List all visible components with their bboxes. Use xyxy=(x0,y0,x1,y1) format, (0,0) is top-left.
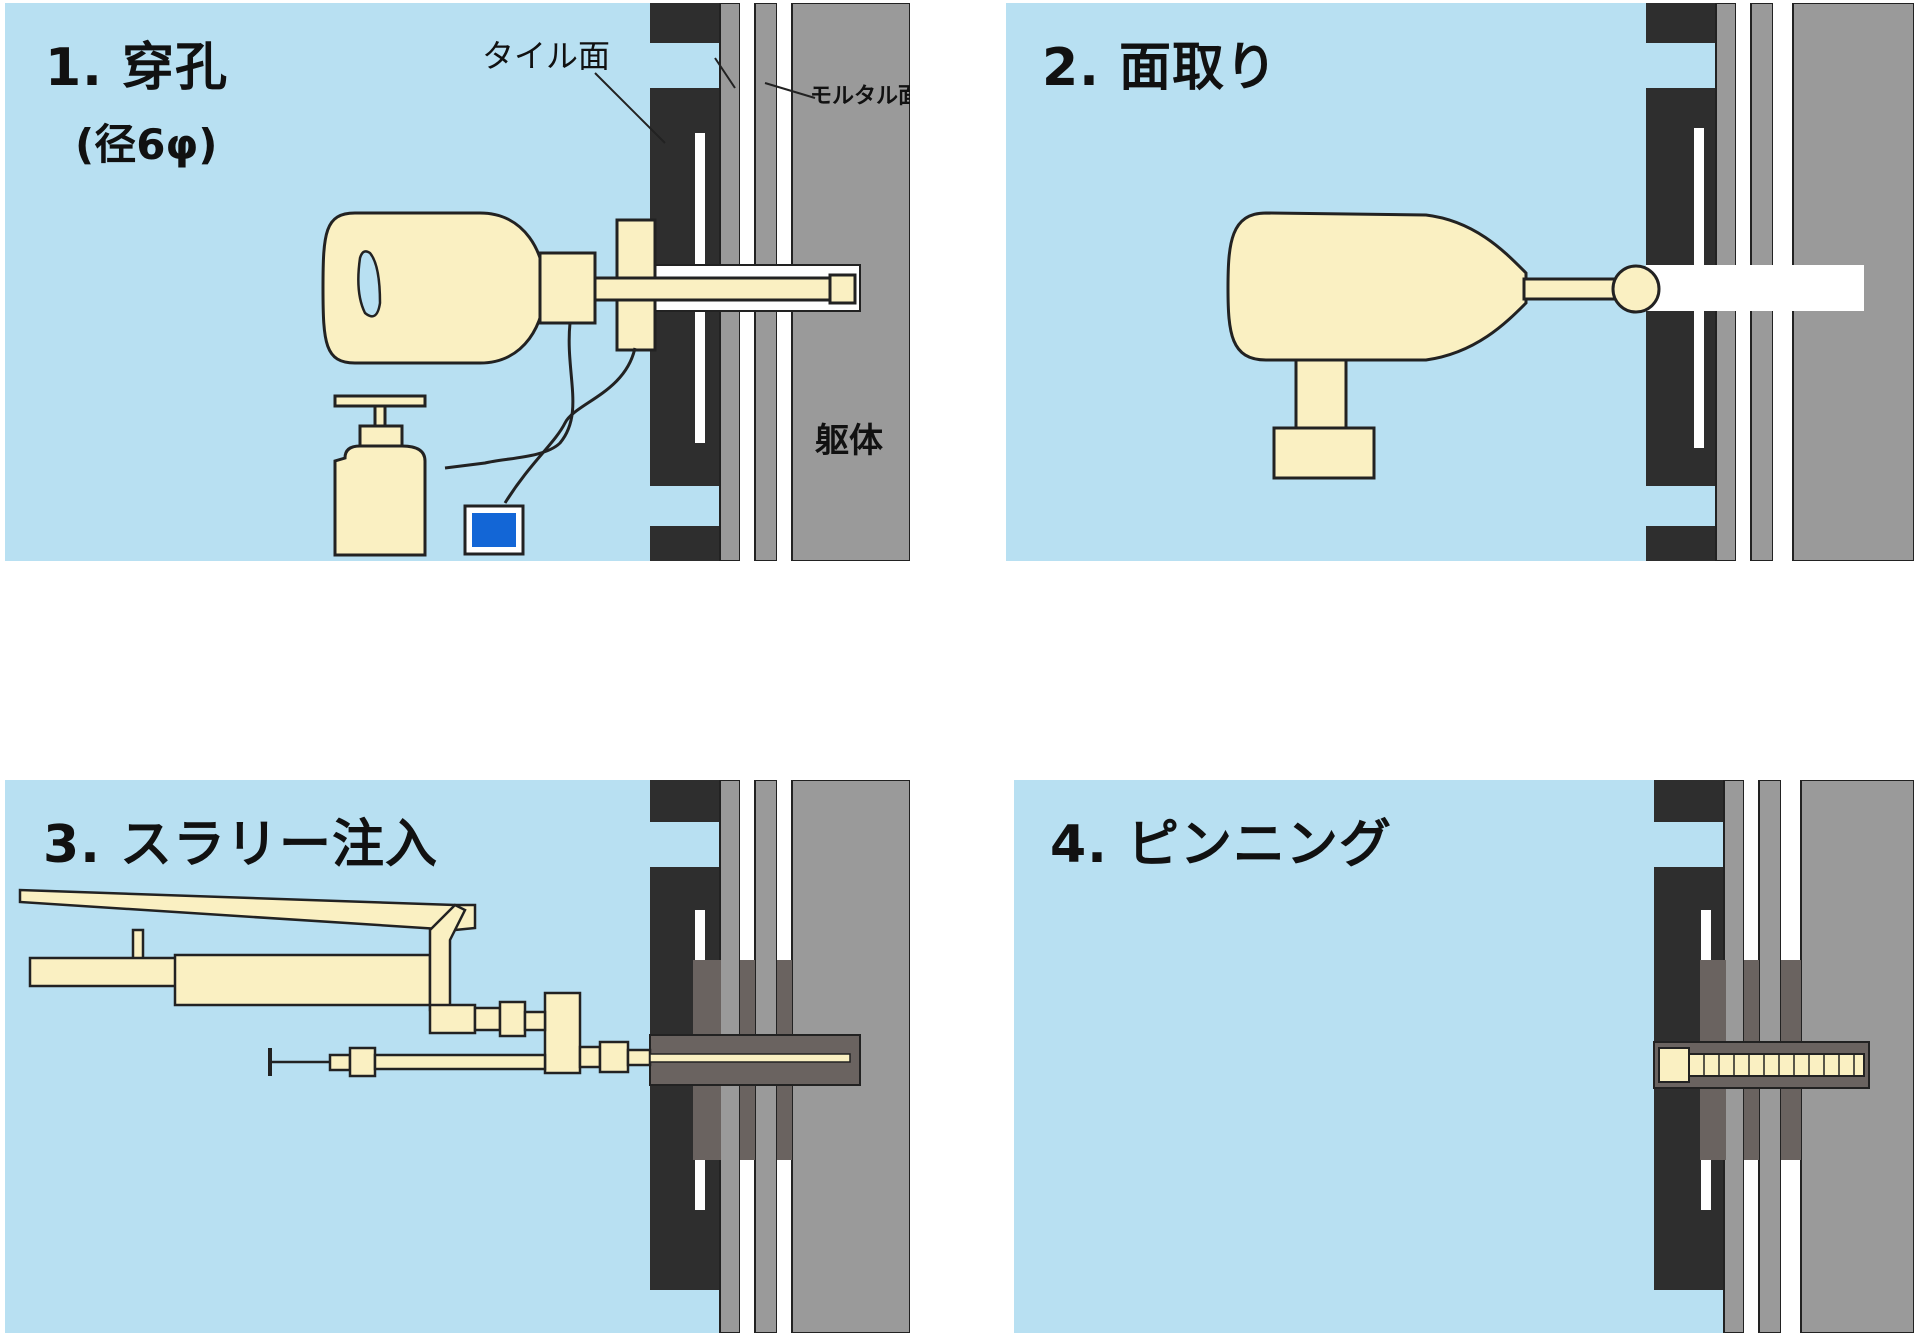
tile-surface-label: タイル面 xyxy=(482,37,611,75)
drilled-hole xyxy=(1646,265,1864,311)
panel-4-pinning: 4. ピンニング xyxy=(1014,780,1914,1333)
chamfer-tool-icon xyxy=(1226,211,1661,480)
body-label: 躯体 xyxy=(815,421,883,461)
leader-lines xyxy=(594,57,816,144)
panel-4-drawing xyxy=(1653,780,1914,1333)
panel-2-drawing xyxy=(1226,3,1914,561)
panel-1-drawing xyxy=(321,3,910,561)
mortar-surface-label: モルタル面 xyxy=(810,84,910,109)
panel-1-drilling: 1. 穿孔 (径6φ) タイル面 モルタル面 躯体 xyxy=(5,3,910,561)
dust-collector-icon xyxy=(333,394,427,557)
anchor-pin-icon xyxy=(1658,1047,1865,1083)
wall-layers xyxy=(1646,3,1914,561)
panel-3-title: 3. スラリー注入 xyxy=(43,815,439,875)
drill-icon xyxy=(321,211,857,504)
injection-pump-icon xyxy=(18,888,851,1078)
panel-3-drawing xyxy=(18,780,910,1333)
panel-1-title: 1. 穿孔 xyxy=(45,38,229,98)
panel-1-subtitle: (径6φ) xyxy=(75,120,218,169)
panel-4-title: 4. ピンニング xyxy=(1050,815,1393,875)
panel-2-title: 2. 面取り xyxy=(1042,38,1279,98)
panel-2-chamfering: 2. 面取り xyxy=(1006,3,1914,561)
wall-layers xyxy=(650,780,910,1333)
panel-3-slurry-injection: 3. スラリー注入 xyxy=(5,780,910,1333)
blue-box-icon xyxy=(463,504,525,556)
